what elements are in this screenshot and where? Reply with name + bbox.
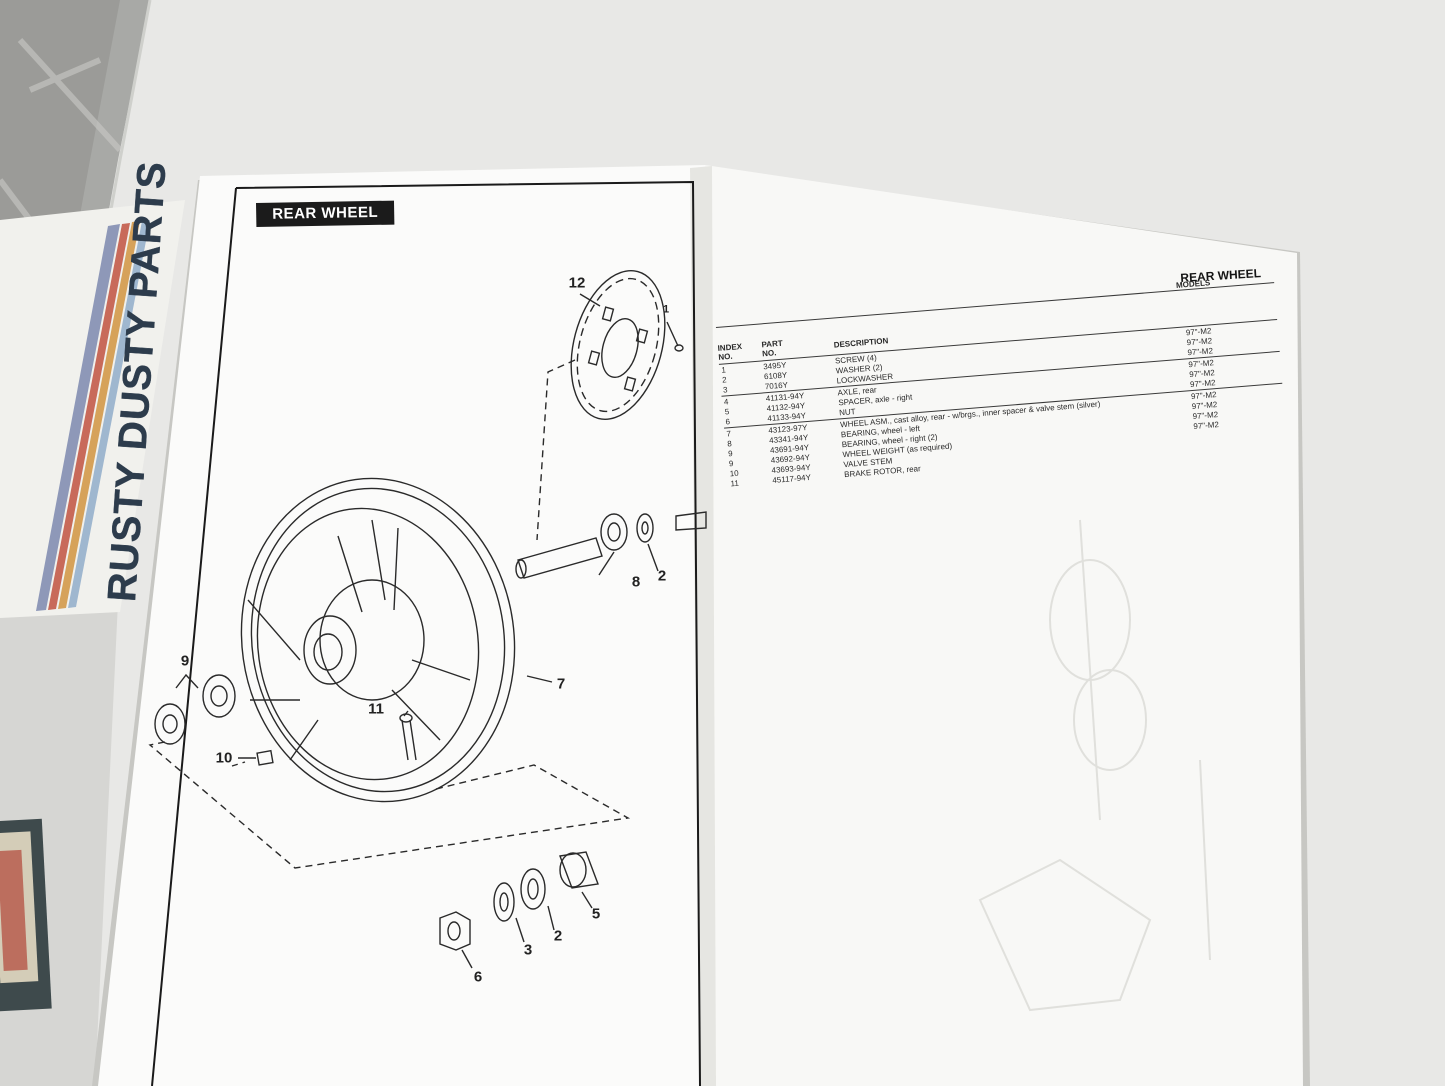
callout-7: 7 <box>556 675 566 693</box>
callout-8: 8 <box>631 573 641 591</box>
header-index-no: INDEX NO. <box>717 341 743 362</box>
cell-index: 11 <box>730 478 740 489</box>
cell-index: 6 <box>725 417 731 427</box>
cell-index: 1 <box>721 365 727 375</box>
callout-6: 6 <box>473 968 483 986</box>
wheel-diagram <box>148 270 707 969</box>
cell-index: 9 <box>727 449 733 459</box>
callout-1: 1 <box>662 303 670 316</box>
cell-index: 4 <box>723 397 729 407</box>
cell-index: 7 <box>726 429 732 439</box>
show-through-art <box>978 519 1211 1012</box>
cell-index: 8 <box>726 439 733 449</box>
cell-index: 5 <box>724 407 730 417</box>
cell-index: 2 <box>721 375 728 385</box>
callout-9: 9 <box>180 652 190 670</box>
left-page <box>98 165 712 1086</box>
left-page-title: REAR WHEEL <box>256 200 395 227</box>
callout-10: 10 <box>215 749 233 767</box>
callout-5: 5 <box>591 905 601 923</box>
header-part-no: PART NO. <box>761 338 783 359</box>
rusty-dusty-card <box>0 200 185 618</box>
small-booklet <box>0 818 52 1012</box>
callout-3: 3 <box>523 941 533 959</box>
callout-11: 11 <box>368 700 384 718</box>
callout-2-lower: 2 <box>553 927 563 945</box>
cell-index: 3 <box>722 385 728 395</box>
callout-2-upper: 2 <box>657 567 667 585</box>
cell-index: 9 <box>728 459 734 469</box>
right-page <box>705 165 1303 1086</box>
callout-12: 12 <box>568 274 586 292</box>
